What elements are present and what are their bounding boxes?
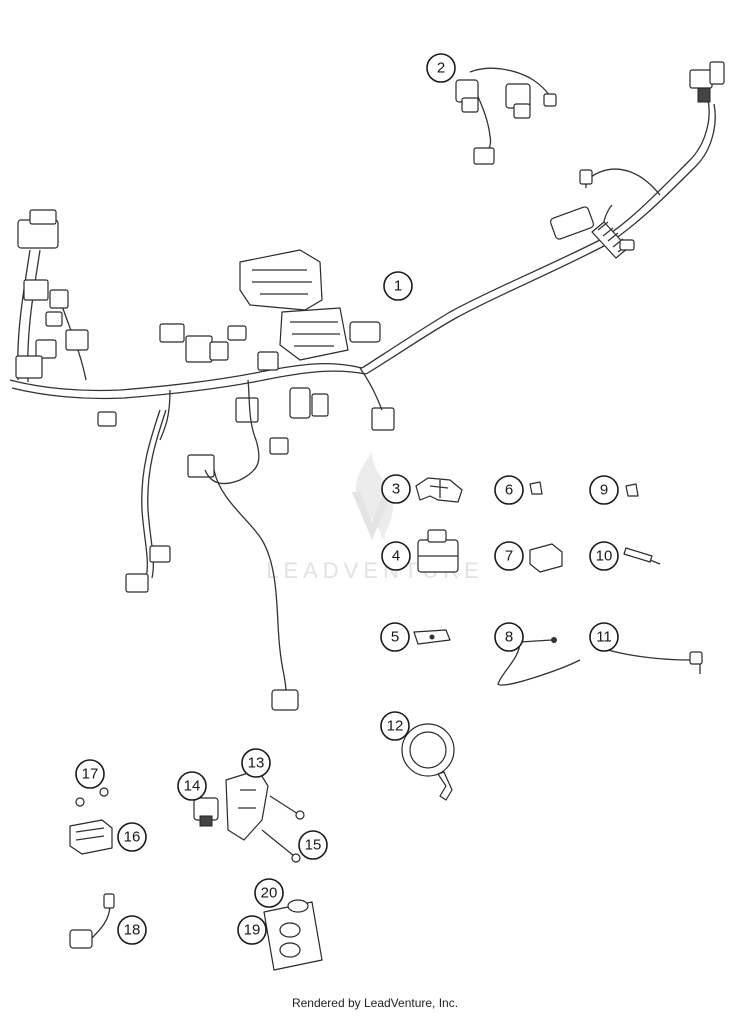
callout-label: 10 [596, 548, 613, 565]
callout-label: 11 [596, 629, 612, 646]
callout-8: 8 [494, 622, 524, 652]
part-4-relay [417, 529, 459, 573]
callout-13: 13 [241, 748, 271, 778]
callout-17: 17 [75, 759, 105, 789]
part-20-cap [287, 899, 309, 913]
callout-19: 19 [237, 915, 267, 945]
callout-15: 15 [298, 830, 328, 860]
part-3-clip [415, 477, 463, 503]
callout-label: 5 [391, 629, 399, 646]
callout-label: 13 [248, 755, 265, 772]
part-19-ignition-lock [263, 901, 323, 971]
part-17-bolts [75, 787, 109, 807]
part-9-clip [625, 483, 639, 497]
callout-11: 11 [589, 622, 619, 652]
part-14-switch [193, 797, 219, 827]
part-11-sensor-cable [607, 649, 703, 674]
callout-label: 4 [392, 548, 400, 565]
part-8-cable-tie [497, 637, 581, 686]
part-18-sensor [69, 893, 115, 949]
part-15-screws [261, 795, 305, 863]
callout-9: 9 [589, 475, 619, 505]
callout-label: 3 [392, 481, 400, 498]
callout-label: 1 [394, 278, 402, 295]
footer-credit: Rendered by LeadVenture, Inc. [291, 996, 459, 1010]
callout-label: 6 [505, 482, 513, 499]
callout-label: 9 [600, 482, 608, 499]
callout-label: 7 [505, 548, 513, 565]
part-10-pin [623, 547, 661, 565]
corrugated-sleeve [549, 206, 635, 259]
callout-label: 17 [82, 766, 99, 783]
part-16-regulator [69, 819, 113, 855]
part-6-clip [529, 481, 543, 495]
callout-5: 5 [380, 622, 410, 652]
callout-label: 14 [184, 778, 201, 795]
callout-4: 4 [381, 541, 411, 571]
callout-12: 12 [380, 711, 410, 741]
callout-20: 20 [254, 878, 284, 908]
callout-label: 20 [261, 885, 278, 902]
callout-3: 3 [381, 474, 411, 504]
callout-label: 18 [124, 922, 141, 939]
callout-label: 19 [244, 922, 261, 939]
part-7-holder [529, 543, 563, 573]
callout-2: 2 [426, 53, 456, 83]
part-13-bracket [225, 769, 269, 841]
callout-label: 2 [437, 60, 445, 77]
callout-6: 6 [494, 475, 524, 505]
part-5-fuse [413, 629, 451, 645]
main-wiring-harness [9, 61, 725, 711]
callout-16: 16 [117, 822, 147, 852]
callout-label: 15 [305, 837, 322, 854]
callout-14: 14 [177, 771, 207, 801]
callout-18: 18 [117, 915, 147, 945]
sub-harness [455, 67, 557, 165]
callout-label: 8 [505, 629, 513, 646]
callout-label: 12 [387, 718, 404, 735]
callout-label: 16 [124, 829, 141, 846]
callout-10: 10 [589, 541, 619, 571]
callout-7: 7 [494, 541, 524, 571]
callout-1: 1 [383, 271, 413, 301]
part-12-horn [401, 723, 455, 801]
